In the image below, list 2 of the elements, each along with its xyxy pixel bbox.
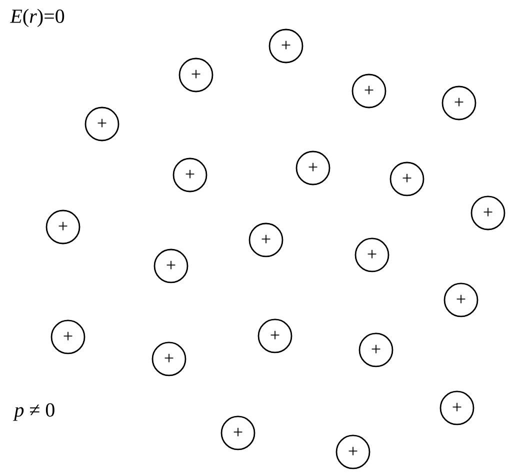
- label: E(r)=0: [10, 8, 64, 28]
- label: p ≠ 0: [13, 403, 54, 421]
